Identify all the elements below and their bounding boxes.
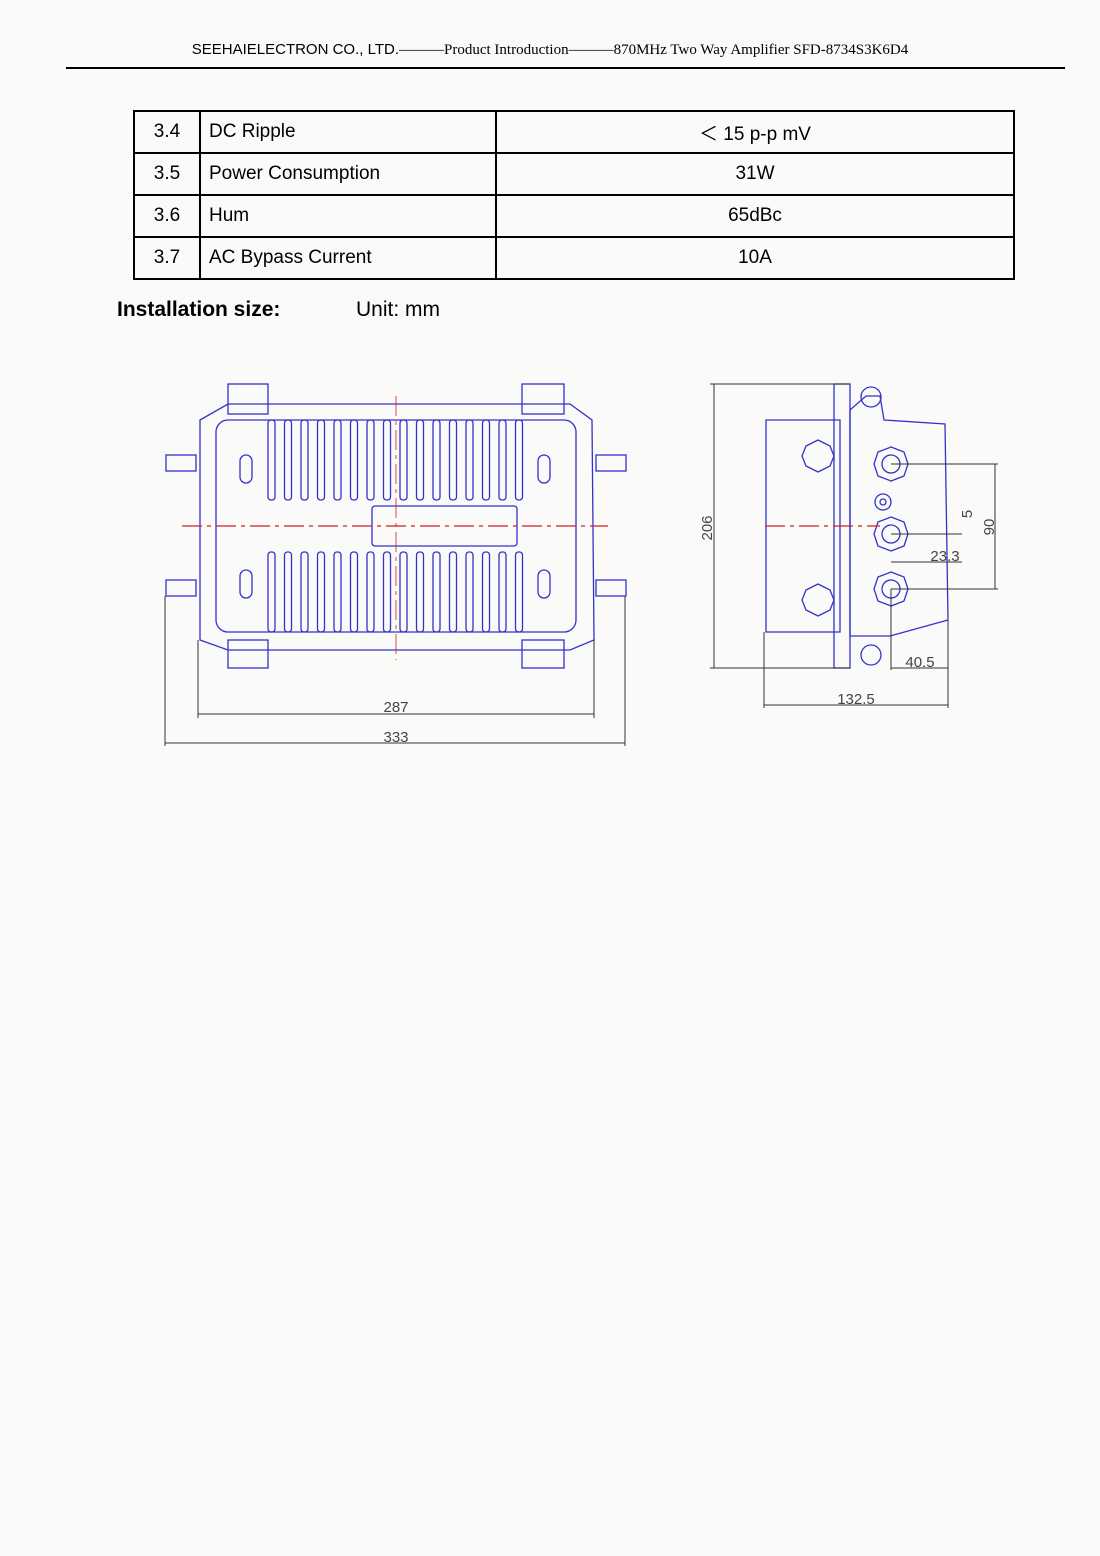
heat-sink-fin [465, 419, 474, 501]
heat-sink-fin [267, 419, 276, 501]
heat-sink-fin [349, 419, 359, 501]
heat-sink-fin [415, 551, 425, 633]
spec-param: Power Consumption [199, 152, 497, 196]
heat-sink-fin [300, 419, 309, 501]
heat-sink-fin [382, 551, 392, 633]
dimension-90: 90 [981, 519, 998, 536]
heat-sink-fin [481, 419, 491, 501]
company-name: SEEHAIELECTRON CO., LTD. [191, 41, 399, 58]
heat-sink-fin [333, 419, 342, 501]
side-view [765, 383, 949, 669]
heat-sink-fin [316, 419, 326, 501]
installation-title: Installation size: [117, 298, 281, 321]
header-title: ———Product Introduction———870MHz Two Way… [399, 42, 909, 58]
spec-param: Hum [199, 194, 497, 238]
heat-sink-fin [448, 551, 458, 633]
unit-label: Unit: mm [356, 298, 440, 321]
dimension-206: 206 [699, 515, 716, 540]
heat-sink-fin [498, 551, 507, 633]
spec-number: 3.7 [133, 236, 201, 280]
heat-sink-fin [316, 551, 326, 633]
front-dimensions [164, 596, 626, 746]
page-header: SEEHAIELECTRON CO., LTD.———Product Intro… [0, 41, 1100, 59]
dimension-132-5: 132.5 [837, 691, 875, 708]
dimension-5: 5 [959, 510, 976, 518]
dimension-287: 287 [383, 699, 408, 716]
dimension-23-3: 23.3 [930, 548, 959, 565]
heat-sink-fin [465, 551, 474, 633]
side-dimensions [710, 383, 998, 708]
heat-sink-fin [349, 551, 359, 633]
dimension-333: 333 [383, 729, 408, 746]
spec-value: 31W [495, 152, 1015, 196]
heat-sink-fin [399, 419, 408, 501]
heat-sink-fin [432, 419, 441, 501]
heat-sink-fin [432, 551, 441, 633]
dimension-40-5: 40.5 [905, 654, 934, 671]
spec-number: 3.5 [133, 152, 201, 196]
heat-sink-fin [283, 551, 293, 633]
spec-param: AC Bypass Current [199, 236, 497, 280]
heat-sink-fin [498, 419, 507, 501]
heat-sink-fin [514, 419, 524, 501]
header-rule [66, 67, 1065, 69]
heat-sink-fin [399, 551, 408, 633]
spec-value: 10A [495, 236, 1015, 280]
spec-number: 3.4 [133, 110, 201, 154]
spec-value: 65dBc [495, 194, 1015, 238]
heat-sink-fin [333, 551, 342, 633]
heat-sink-fin [267, 551, 276, 633]
installation-drawing: 287 333 206 90 5 23.3 40.5 132.5 [164, 383, 998, 746]
heat-sink-fin [382, 419, 392, 501]
heat-sink-fin [448, 419, 458, 501]
heat-sink-fin [415, 419, 425, 501]
front-view [165, 383, 627, 669]
spec-number: 3.6 [133, 194, 201, 238]
heat-sink-fin [514, 551, 524, 633]
heat-sink-fin [283, 419, 293, 501]
spec-value: ＜ 15 p-p mV [495, 110, 1015, 154]
spec-param: DC Ripple [199, 110, 497, 154]
heat-sink-fin [300, 551, 309, 633]
heat-sink-fin [481, 551, 491, 633]
heat-sink-fin [366, 551, 375, 633]
heat-sink-fin [366, 419, 375, 501]
